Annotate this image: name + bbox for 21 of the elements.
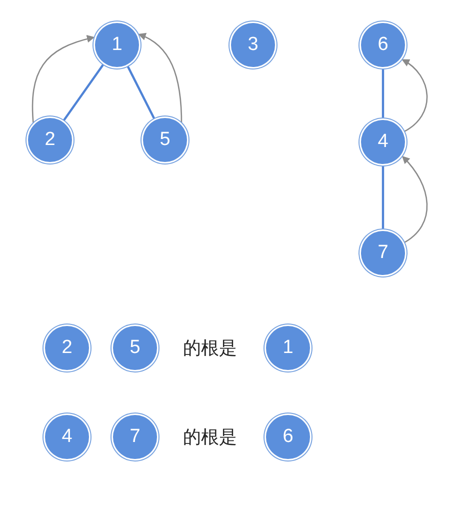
node-circle: 6: [266, 415, 310, 459]
curved-arrow: [402, 156, 428, 244]
node-circle: 7: [113, 415, 157, 459]
node-circle: 4: [45, 415, 89, 459]
node-circle: 1: [266, 326, 310, 370]
connector-line: [62, 62, 106, 123]
node-circle: 7: [361, 231, 405, 275]
node-circle: 3: [231, 23, 275, 67]
node-circle: 5: [143, 118, 187, 162]
node-circle: 4: [361, 120, 405, 164]
root-caption: 的根是: [183, 337, 237, 360]
node-circle: 1: [95, 23, 139, 67]
connector-line: [382, 67, 384, 120]
connector-line: [126, 64, 156, 121]
curved-arrow: [402, 59, 428, 133]
node-circle: 2: [45, 326, 89, 370]
node-circle: 2: [28, 118, 72, 162]
node-circle: 5: [113, 326, 157, 370]
node-circle: 6: [361, 23, 405, 67]
root-caption: 的根是: [183, 426, 237, 449]
connector-line: [382, 164, 384, 231]
